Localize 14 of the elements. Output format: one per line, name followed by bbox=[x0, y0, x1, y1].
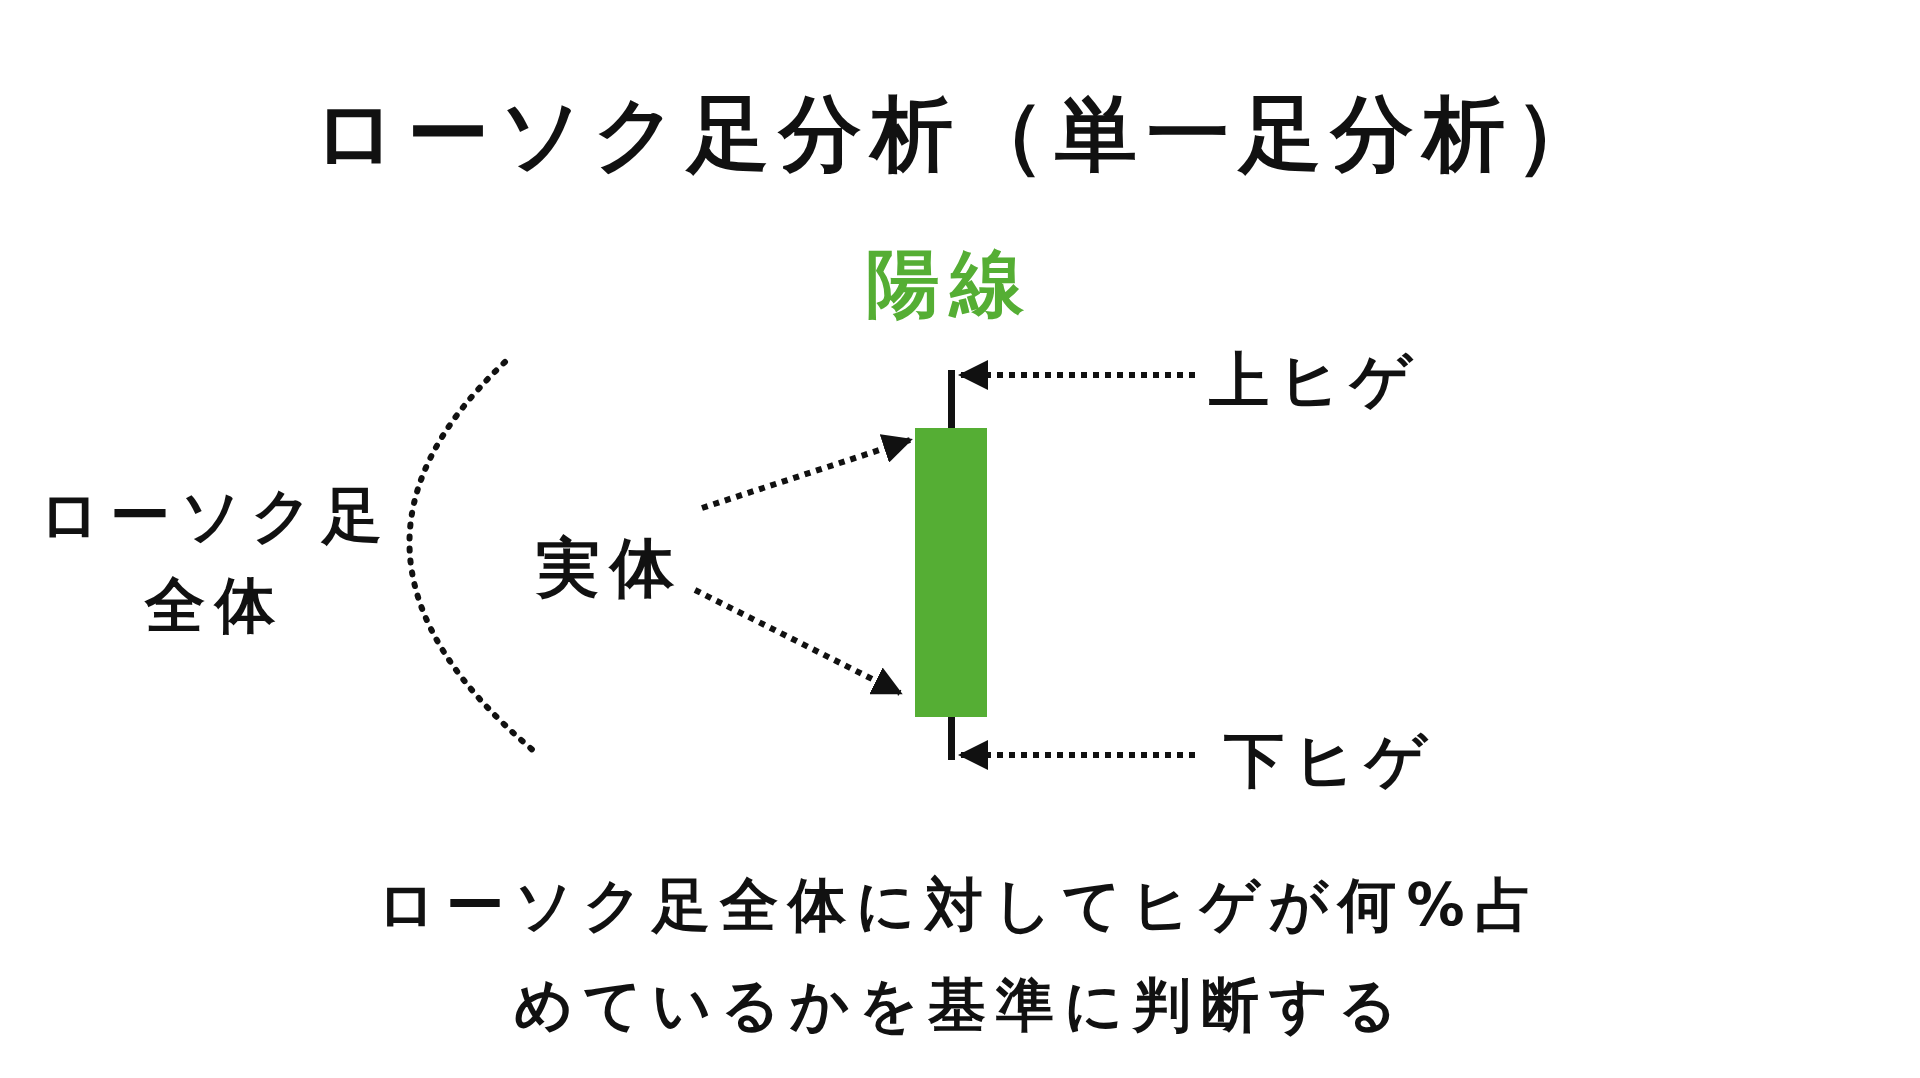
leader-arrow bbox=[958, 360, 1195, 390]
candle-body bbox=[915, 428, 987, 717]
caption: ローソク足全体に対してヒゲが何%占めているかを基準に判断する bbox=[376, 870, 1544, 1041]
leader-arrow bbox=[958, 740, 1195, 770]
callout-label: ローソク足全体 bbox=[30, 470, 400, 650]
candle-type-label: 陽線 bbox=[865, 239, 1035, 328]
callout-label: 実体 bbox=[530, 520, 690, 616]
wick bbox=[948, 370, 955, 428]
title: ローソク足分析（単一足分析） bbox=[312, 85, 1608, 183]
callout-label: 上ヒゲ bbox=[1200, 335, 1430, 425]
wick bbox=[948, 717, 955, 760]
callout-label: 下ヒゲ bbox=[1215, 715, 1445, 805]
leader-arrow bbox=[701, 434, 913, 511]
leader-arrow bbox=[693, 587, 903, 696]
